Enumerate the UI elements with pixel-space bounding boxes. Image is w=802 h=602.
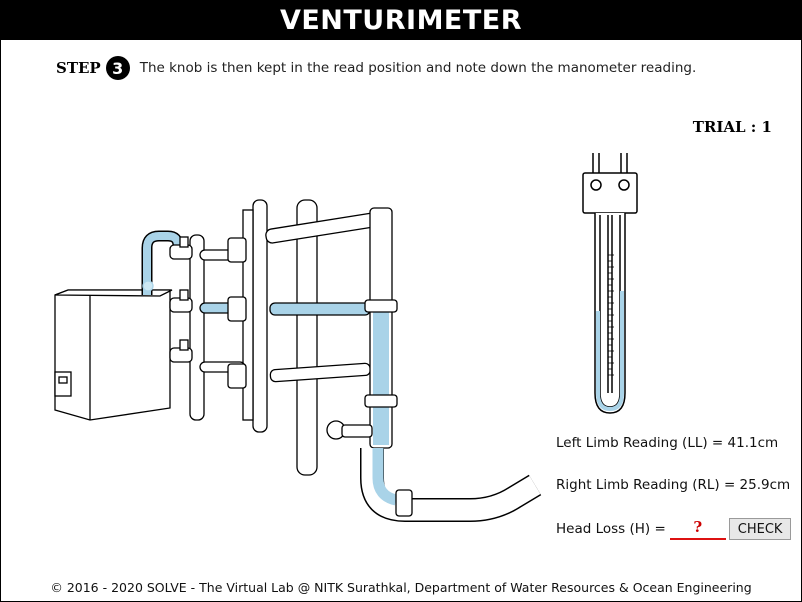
head-loss-answer-field[interactable]: ? — [669, 518, 726, 540]
water-tank — [54, 289, 173, 421]
manometer — [582, 153, 638, 414]
step-instruction: STEP 3 The knob is then kept in the read… — [56, 56, 696, 80]
right-limb-label: Right Limb Reading — [556, 477, 688, 493]
page-title: VENTURIMETER — [279, 4, 523, 36]
step-number-badge: 3 — [105, 56, 130, 80]
trial-label: TRIAL : 1 — [692, 118, 772, 136]
left-limb-reading: Left Limb Reading (LL) = 41.1cm — [556, 435, 779, 451]
step-text: The knob is then kept in the read positi… — [139, 60, 697, 76]
right-limb-value: (RL) = 25.9cm — [692, 477, 791, 493]
head-loss-label: Head Loss (H) = — [556, 521, 666, 537]
head-loss-row: Head Loss (H) = ? CHECK — [556, 518, 792, 540]
right-limb-reading: Right Limb Reading (RL) = 25.9cm — [556, 477, 790, 493]
title-bar: VENTURIMETER — [0, 0, 802, 40]
check-button[interactable]: CHECK — [728, 518, 792, 540]
step-label: STEP — [56, 59, 101, 77]
footer-copyright: © 2016 - 2020 SOLVE - The Virtual Lab @ … — [50, 580, 752, 595]
